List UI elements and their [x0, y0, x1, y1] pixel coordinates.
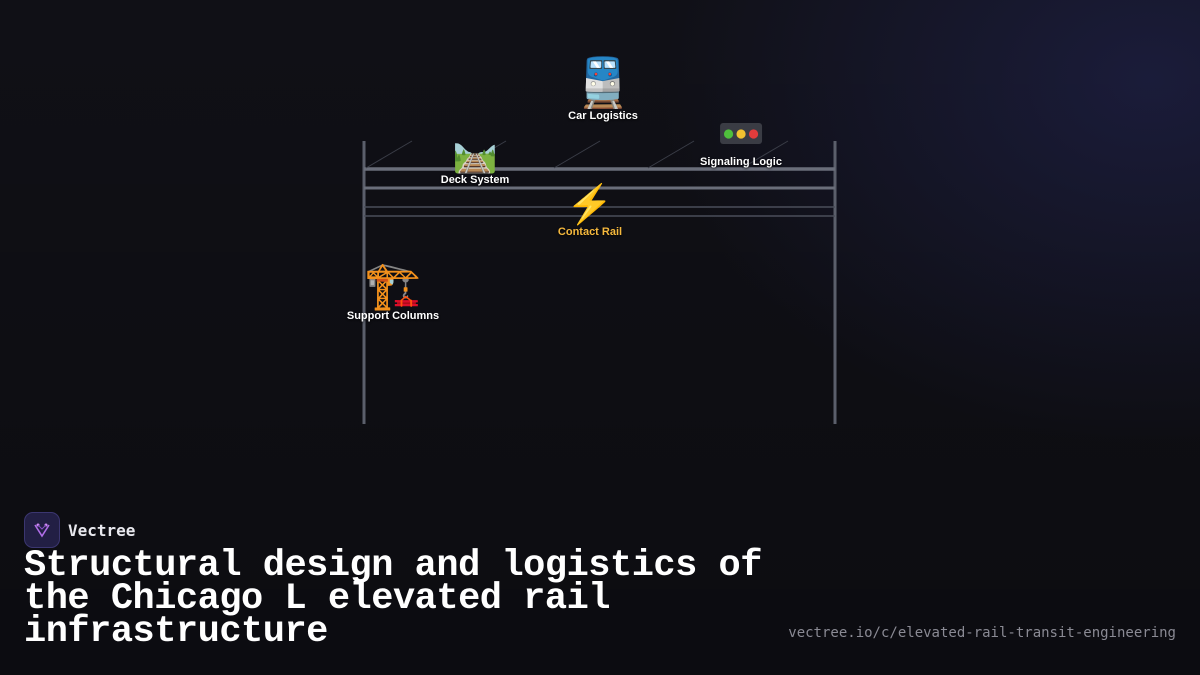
brand: Vectree — [24, 512, 135, 548]
node-support-columns: 🏗️ Support Columns — [347, 262, 439, 322]
vectree-logo-icon — [24, 512, 60, 548]
train-icon: 🚆 — [573, 57, 633, 110]
page-url[interactable]: vectree.io/c/elevated-rail-transit-engin… — [788, 625, 1176, 641]
node-label: Car Logistics — [568, 110, 638, 122]
lightning-icon: ⚡ — [566, 184, 614, 226]
deck-bracing — [365, 140, 789, 169]
traffic-light-svg — [723, 129, 759, 139]
node-contact-rail: ⚡ Contact Rail — [558, 186, 622, 238]
node-car-logistics: 🚆 Car Logistics — [568, 57, 638, 123]
node-label: Support Columns — [346, 310, 440, 322]
crane-icon: 🏗️ — [364, 259, 422, 311]
page-title: Structural design and logistics of the C… — [24, 545, 762, 653]
railway-track-icon: 🛤️ — [452, 133, 498, 174]
logo-glyph — [34, 523, 50, 538]
node-label: Deck System — [440, 174, 510, 186]
traffic-light-icon — [719, 123, 762, 144]
node-signaling-logic: Signaling Logic — [700, 122, 782, 168]
brand-name: Vectree — [68, 520, 136, 540]
node-deck-system: 🛤️ Deck System — [440, 133, 510, 187]
node-label: Contact Rail — [557, 226, 623, 238]
node-label: Signaling Logic — [700, 156, 782, 168]
